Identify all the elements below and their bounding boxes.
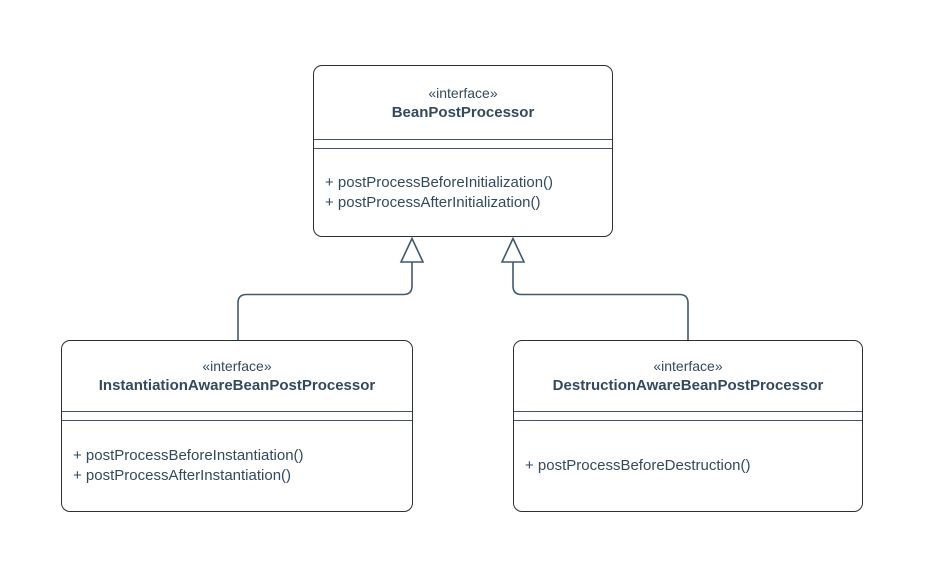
method-item: + postProcessAfterInitialization() <box>325 193 541 211</box>
generalization-arrowhead-right <box>500 236 526 263</box>
class-name: DestructionAwareBeanPostProcessor <box>552 377 824 394</box>
class-stereotype: «interface» <box>653 358 723 374</box>
method-item: + postProcessBeforeInstantiation() <box>73 447 304 464</box>
class-name: BeanPostProcessor <box>391 103 535 121</box>
class-title-compartment: «interface» BeanPostProcessor <box>314 66 612 139</box>
class-methods-compartment: + postProcessBeforeDestruction() <box>514 421 862 511</box>
method-item: + postProcessAfterInstantiation() <box>73 467 292 484</box>
generalization-connector-left <box>237 262 413 340</box>
class-stereotype: «interface» <box>202 358 272 374</box>
generalization-connector-right <box>512 262 689 340</box>
class-methods-compartment: + postProcessBeforeInstantiation() + pos… <box>62 421 412 511</box>
class-attributes-compartment <box>62 411 412 421</box>
uml-class-bean-post-processor: «interface» BeanPostProcessor + postProc… <box>313 65 613 237</box>
generalization-arrowhead-left <box>399 236 425 263</box>
method-item: + postProcessBeforeInitialization() <box>325 173 554 191</box>
class-attributes-compartment <box>314 139 612 149</box>
uml-class-instantiation-aware-bean-post-processor: «interface» InstantiationAwareBeanPostPr… <box>61 340 413 512</box>
uml-class-destruction-aware-bean-post-processor: «interface» DestructionAwareBeanPostProc… <box>513 340 863 512</box>
class-stereotype: «interface» <box>428 84 498 101</box>
class-title-compartment: «interface» InstantiationAwareBeanPostPr… <box>62 341 412 411</box>
class-title-compartment: «interface» DestructionAwareBeanPostProc… <box>514 341 862 411</box>
class-methods-compartment: + postProcessBeforeInitialization() + po… <box>314 149 612 236</box>
class-name: InstantiationAwareBeanPostProcessor <box>98 377 376 394</box>
class-attributes-compartment <box>514 411 862 421</box>
method-item: + postProcessBeforeDestruction() <box>525 457 751 474</box>
